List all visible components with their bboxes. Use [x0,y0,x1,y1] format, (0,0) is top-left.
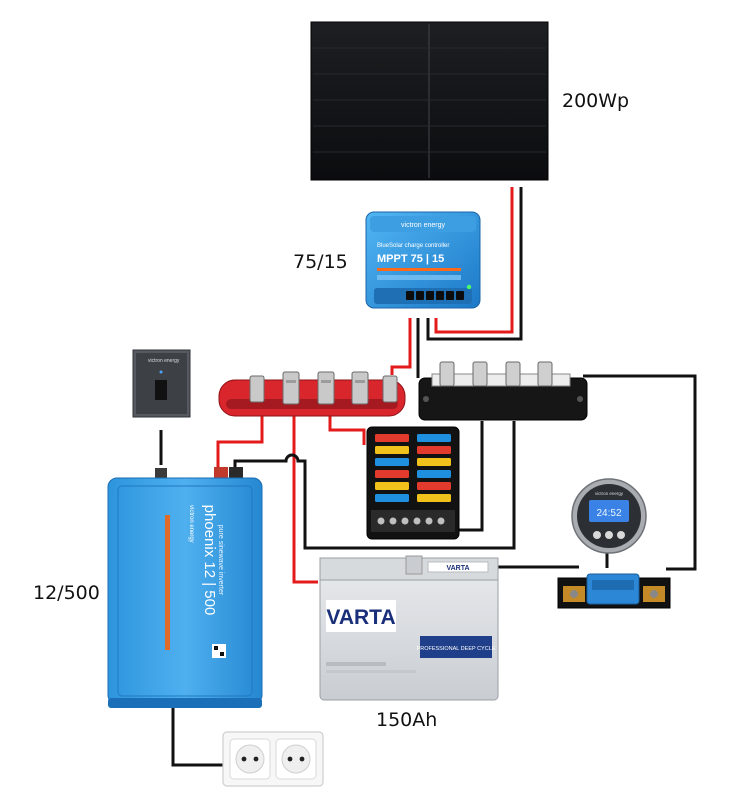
mppt-brand-text: victron energy [401,222,445,229]
remote-brand-text: victron energy [148,358,180,364]
battery-label: 150Ah [376,709,438,731]
blade-fuse[interactable] [417,482,451,490]
blade-fuse[interactable] [417,434,451,442]
blade-fuse[interactable] [375,470,409,478]
battery-monitor[interactable]: 24:52 victron energy [571,478,647,554]
blade-fuse[interactable] [417,446,451,454]
battery-top-brand-text: VARTA [446,565,469,572]
rocker-switch-icon[interactable] [155,380,167,400]
battery-line-text: PROFESSIONAL DEEP CYCLE [417,646,496,652]
blade-fuse[interactable] [375,446,409,454]
monitor-button-icon[interactable] [605,531,613,539]
blade-fuse[interactable] [375,494,409,502]
positive-busbar[interactable] [218,371,406,417]
mppt-header-text: BlueSolar charge controller [377,243,449,249]
wire-panel-positive [434,187,514,334]
remote-switch[interactable]: victron energy [132,349,191,418]
wire-busbar-inverter-positive [216,415,264,470]
mppt-model-text: MPPT 75 | 15 [377,253,444,265]
monitor-button-icon[interactable] [617,531,625,539]
wire-inverter-ac [171,708,224,767]
wire-shunt-busbar [583,374,697,571]
monitor-display [589,500,629,522]
mppt-charge-controller[interactable]: victron energy BlueSolar charge controll… [365,211,481,309]
monitor-brand-text: victron energy [595,491,624,496]
monitor-button-icon[interactable] [593,531,601,539]
inverter-brand-text: victron energy [188,505,194,543]
blade-fuse[interactable] [375,434,409,442]
battery-shunt[interactable] [557,573,671,609]
ac-double-socket[interactable] [222,731,324,787]
wire-panel-negative [426,187,523,341]
monitor-readout-text: 24:52 [596,508,621,519]
wire-mppt-positive [390,318,412,375]
blade-fuse[interactable] [417,458,451,466]
wire-busbar-battery-positive [292,415,318,584]
inverter-subtitle-text: pure sinewave inverter [217,525,224,596]
blade-fuse[interactable] [417,494,451,502]
negative-busbar[interactable] [418,361,588,421]
fuse-box[interactable] [366,426,460,540]
solar-panel[interactable] [310,21,549,181]
wire-fusebox-negative [457,421,484,532]
blade-fuse[interactable] [375,482,409,490]
solar-panel-label: 200Wp [562,90,630,112]
battery-brand-text: VARTA [326,606,395,629]
battery[interactable]: VARTA VARTA PROFESSIONAL DEEP CYCLE [319,555,499,701]
wire-inverter-negative [233,421,516,550]
wire-busbar-fusebox-positive [328,415,366,445]
inverter[interactable]: phoenix 12 | 500 pure sinewave inverter … [107,467,263,708]
blade-fuse[interactable] [417,470,451,478]
inverter-model-text: phoenix 12 | 500 [201,505,218,616]
status-led-icon [466,284,472,290]
blade-fuse[interactable] [375,458,409,466]
charge-controller-label: 75/15 [293,251,348,273]
inverter-label: 12/500 [33,582,100,604]
